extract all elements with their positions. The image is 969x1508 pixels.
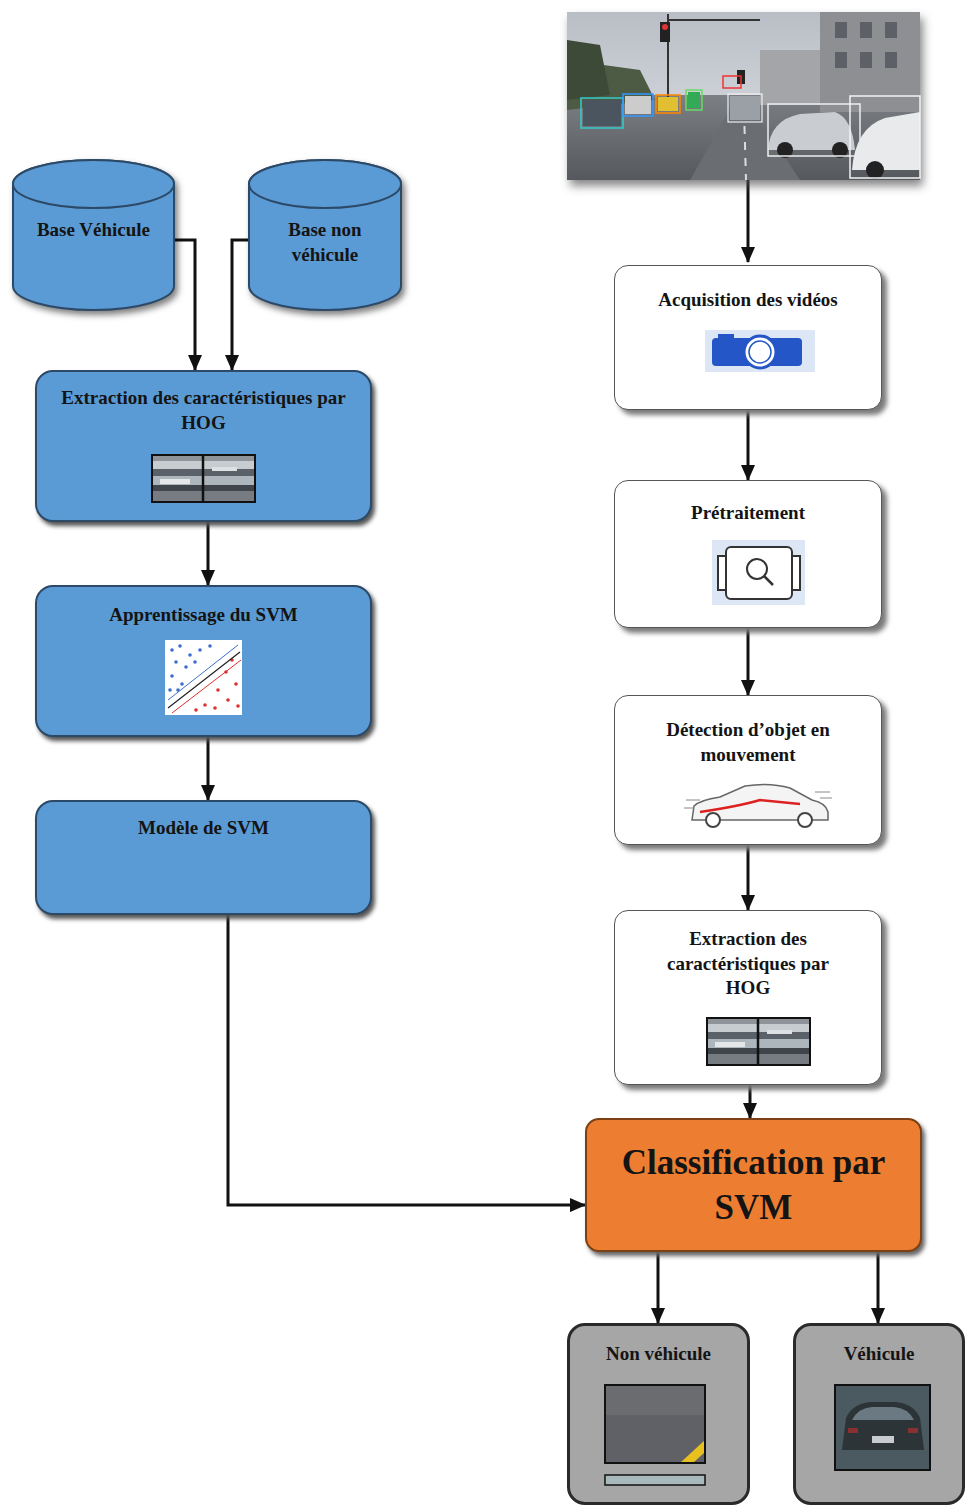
flow-arrow <box>657 1252 660 1323</box>
non-vehicle-sample <box>605 1385 705 1485</box>
process-box: Détection d’objet en mouvement <box>614 695 882 845</box>
process-box: Extraction des caractéristiques par HOG <box>614 910 882 1085</box>
vehicle-sample <box>835 1385 930 1470</box>
camera-icon <box>705 330 815 372</box>
node-label: Modèle de SVM <box>54 816 354 841</box>
node-label: Classification par SVM <box>591 1140 916 1231</box>
result-box: Véhicule <box>793 1323 965 1505</box>
hog-thumbnail <box>707 1018 810 1065</box>
process-box: Prétraitement <box>614 480 882 628</box>
flow-arrow <box>747 410 750 480</box>
node-label: Base Véhicule <box>24 218 164 243</box>
flow-arrow <box>747 628 750 695</box>
flow-arrow <box>749 1085 752 1118</box>
node-label: Prétraitement <box>633 501 863 526</box>
node-label: Apprentissage du SVM <box>54 603 354 628</box>
image-arrow <box>747 180 750 262</box>
flow-arrow <box>232 240 248 370</box>
classifier-box: Classification par SVM <box>585 1118 922 1252</box>
node-label: Extraction des caractéristiques par HOG <box>54 386 354 435</box>
process-box: Extraction des caractéristiques par HOG <box>35 370 372 522</box>
flow-arrow <box>747 845 750 910</box>
node-label: Non véhicule <box>574 1342 744 1367</box>
result-box: Non véhicule <box>567 1323 750 1505</box>
database-cylinder: Base non véhicule <box>248 160 402 310</box>
flow-arrow <box>207 522 210 585</box>
flow-arrow <box>207 737 210 800</box>
flow-arrow <box>175 240 195 370</box>
moving-car-icon <box>683 782 833 830</box>
node-label: Base non véhicule <box>265 218 385 267</box>
node-label: Acquisition des vidéos <box>633 288 863 313</box>
process-box: Apprentissage du SVM <box>35 585 372 737</box>
node-label: Détection d’objet en mouvement <box>643 718 853 767</box>
node-label: Extraction des caractéristiques par HOG <box>646 927 851 1001</box>
flow-arrow <box>877 1252 880 1323</box>
process-box: Acquisition des vidéos <box>614 265 882 410</box>
hog-thumbnail <box>152 455 255 502</box>
flow-arrow <box>228 915 585 1205</box>
process-box: Modèle de SVM <box>35 800 372 915</box>
node-label: Véhicule <box>799 1342 959 1367</box>
preprocessing-icon <box>712 540 805 605</box>
svm-plot <box>165 640 242 715</box>
database-cylinder: Base Véhicule <box>12 160 175 310</box>
